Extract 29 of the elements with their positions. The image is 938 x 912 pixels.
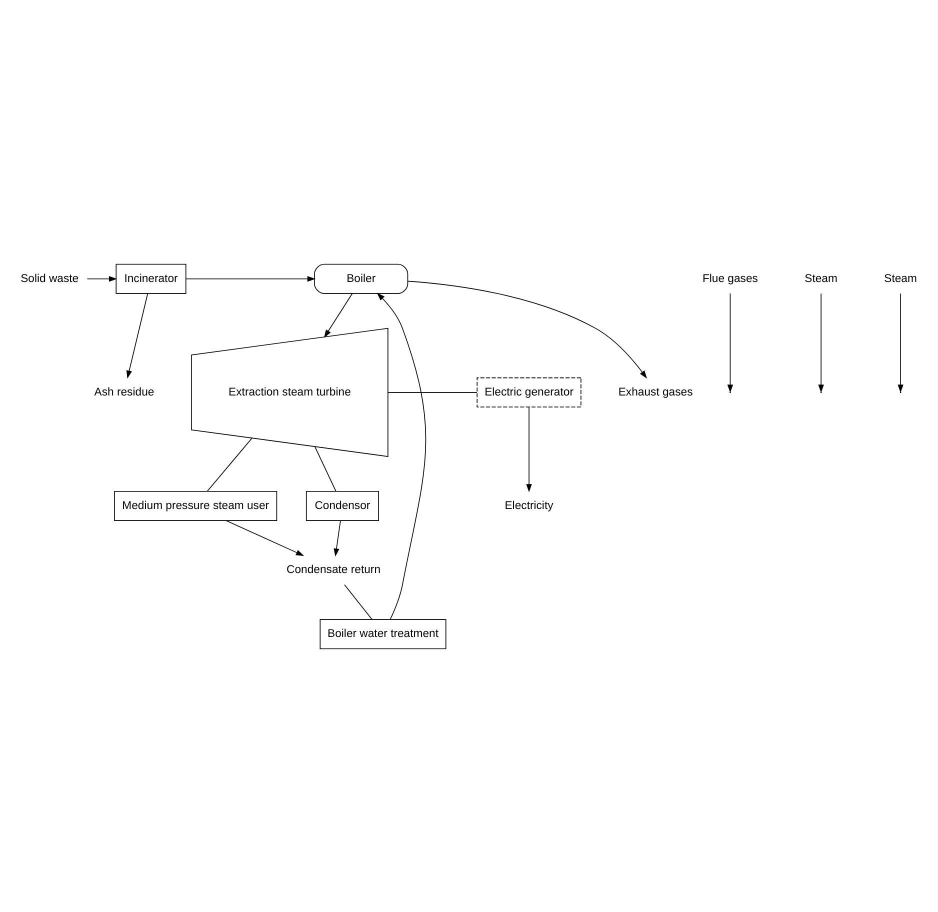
connector [207,437,252,492]
node-box: Boiler [314,263,408,294]
arrow [86,276,118,282]
arrow [324,292,353,338]
node-box: Medium pressure steam user [114,490,278,520]
arrow [407,280,648,378]
node-box: Electric generator [476,376,582,407]
arrow [334,520,341,556]
arrow [126,292,148,378]
arrow [526,406,532,492]
node-box: Condensor [306,490,379,520]
node-text: Exhaust gases [618,386,693,398]
node-text: Electricity [504,499,554,512]
node-text: Steam [884,272,917,284]
arrow [898,292,904,392]
node-text: Condensate return [286,564,381,576]
node-text: Solid waste [20,272,79,284]
connector [344,584,372,620]
arrow [186,276,316,282]
node-box: Boiler water treatment [320,618,446,649]
arrow [727,292,734,392]
node-box: Incinerator [116,263,186,294]
connector [314,446,336,492]
node-text: Flue gases [702,272,758,284]
node-text: Ash residue [94,386,154,398]
arrow [376,292,426,620]
arrow [226,520,304,556]
node-text: Steam [804,272,838,284]
arrow [818,292,824,392]
